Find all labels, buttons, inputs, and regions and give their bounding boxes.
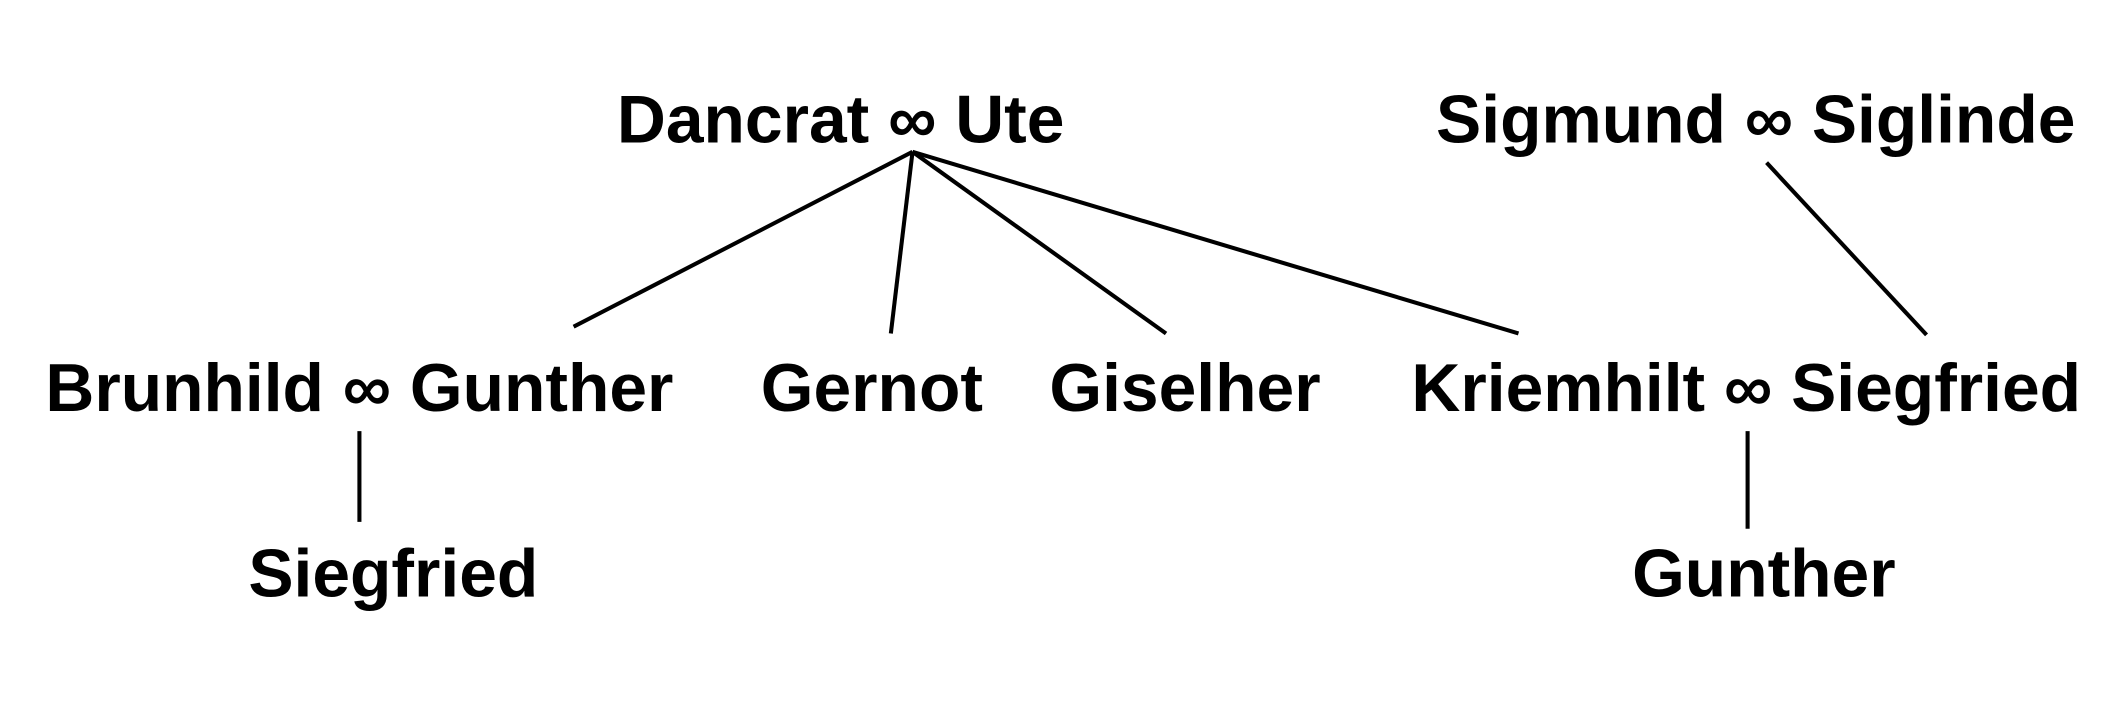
edge-dancrat-giselher [911, 150, 1168, 336]
edge-dancrat-gernot [888, 151, 915, 334]
person-giselher: Giselher [1049, 351, 1320, 426]
person-gernot: Gernot [761, 351, 983, 426]
couple-sigmund-siglinde: Sigmund ∞ Siglinde [1436, 82, 2075, 157]
couple-brunhild-gunther: Brunhild ∞ Gunther [45, 351, 673, 426]
edge-sigmund-siegfried [1765, 161, 1929, 337]
couple-kriemhilt-siegfried: Kriemhilt ∞ Siegfried [1411, 351, 2081, 426]
couple-dancrat-ute: Dancrat ∞ Ute [617, 82, 1064, 157]
person-gunther-child: Gunther [1632, 536, 1896, 611]
edge-dancrat-kriemhilt [911, 149, 1520, 336]
person-siegfried-child: Siegfried [248, 536, 538, 611]
edge-dancrat-gunther [572, 150, 914, 329]
